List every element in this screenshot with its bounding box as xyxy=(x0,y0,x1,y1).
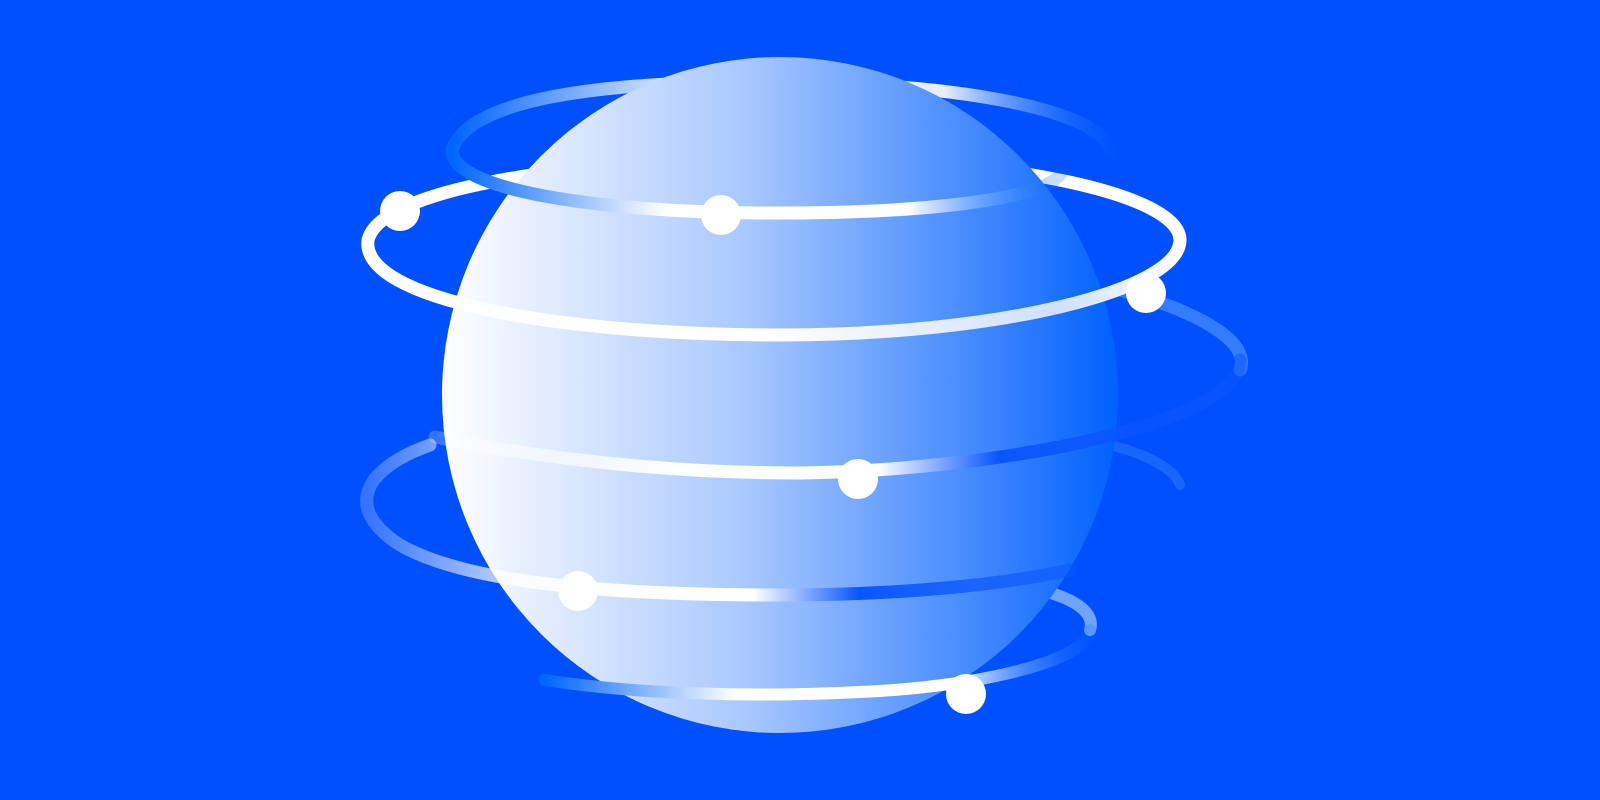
orbit-node xyxy=(1126,273,1166,313)
orbit-node xyxy=(838,459,878,499)
orbit-ring-bottom-front xyxy=(539,624,1096,701)
orbit-node xyxy=(558,571,598,611)
orbit-ring-top-front xyxy=(445,143,1067,220)
globe xyxy=(442,57,1118,733)
orbit-node xyxy=(946,674,986,714)
orbit-ring-wide-front xyxy=(428,353,1247,480)
orbit-ring-lower-back xyxy=(1105,440,1185,490)
orbit-nodes xyxy=(380,191,1166,714)
orbit-node xyxy=(380,191,420,231)
orbit-node xyxy=(701,195,741,235)
